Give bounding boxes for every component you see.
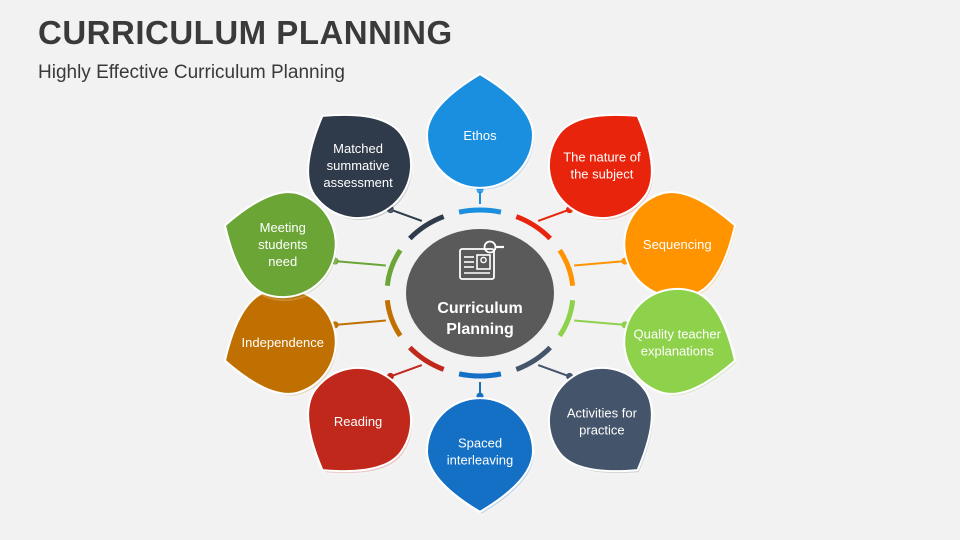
page-subtitle: Highly Effective Curriculum Planning [38,62,345,83]
center-label: Curriculum [437,300,522,317]
petal-meeting-students-need: Meeting students need [223,191,339,302]
petal-label-spaced-interleaving: Spaced [458,436,502,451]
ring-segment-reading [408,345,445,372]
petal-label-matched-summative-assessment: summative [327,158,390,173]
petal-shape [623,287,737,395]
petal-label-matched-summative-assessment: assessment [323,175,393,190]
petal-quality-teacher-explanations: Quality teacher explanations [623,287,739,398]
petal-label-nature-of-subject: the subject [570,167,633,182]
petal-reading: Reading [307,366,415,476]
center-ellipse [406,229,554,357]
connector-sequencing [574,260,626,267]
petal-label-meeting-students-need: Meeting [260,220,306,235]
petal-nature-of-subject: The nature of the subject [547,113,655,223]
ring-segment-meeting-students-need [384,248,403,287]
petal-label-reading: Reading [334,414,382,429]
petal-label-nature-of-subject: The nature of [563,150,641,165]
connector-quality-teacher-explanations [574,319,626,326]
ring-segment-matched-summative-assessment [408,214,445,241]
connector-meeting-students-need [334,260,386,267]
curriculum-document-icon [459,240,504,280]
petal-label-activities-for-practice: practice [579,422,625,437]
center-ring [384,207,576,379]
petal-label-activities-for-practice: Activities for [567,405,638,420]
page-title: CURRICULUM PLANNING [38,14,453,51]
ring-segment-spaced-interleaving [458,371,502,379]
connector-independence [334,319,386,326]
ring-segment-independence [384,299,403,338]
petal-label-quality-teacher-explanations: explanations [641,343,714,358]
connector-reading [390,364,423,378]
connector-activities-for-practice [537,364,570,378]
connector-matched-summative-assessment [390,208,423,222]
center-label: Planning [446,321,514,338]
petal-shape [223,287,337,395]
petal-activities-for-practice: Activities for practice [547,366,655,476]
petal-spaced-interleaving: Spaced interleaving [425,397,537,517]
petal-ethos: Ethos [425,72,537,192]
ring-segment-sequencing [557,248,576,287]
petal-shape [547,113,653,220]
petal-label-meeting-students-need: students [258,237,308,252]
petal-label-spaced-interleaving: interleaving [447,453,514,468]
petal-shape [425,72,535,189]
petal-label-meeting-students-need: need [268,254,297,269]
petal-shape [623,191,737,299]
petal-label-matched-summative-assessment: Matched [333,141,383,156]
ring-segment-nature-of-subject [515,214,552,241]
petal-shape [547,366,653,473]
petal-independence: Independence [223,287,339,398]
petal-label-ethos: Ethos [463,128,497,143]
petal-label-independence: Independence [242,335,324,350]
connector-nature-of-subject [537,208,570,222]
petal-label-sequencing: Sequencing [643,237,712,252]
ring-segment-quality-teacher-explanations [557,299,576,338]
petal-shape [307,113,413,220]
petal-sequencing: Sequencing [623,191,739,302]
ring-segment-activities-for-practice [515,345,552,372]
petal-shape [307,366,413,473]
ring-segment-ethos [458,207,502,215]
petal-label-quality-teacher-explanations: Quality teacher [634,326,722,341]
petal-shape [425,397,535,514]
petal-matched-summative-assessment: Matched summative assessment [307,113,415,223]
petal-shape [223,191,337,299]
